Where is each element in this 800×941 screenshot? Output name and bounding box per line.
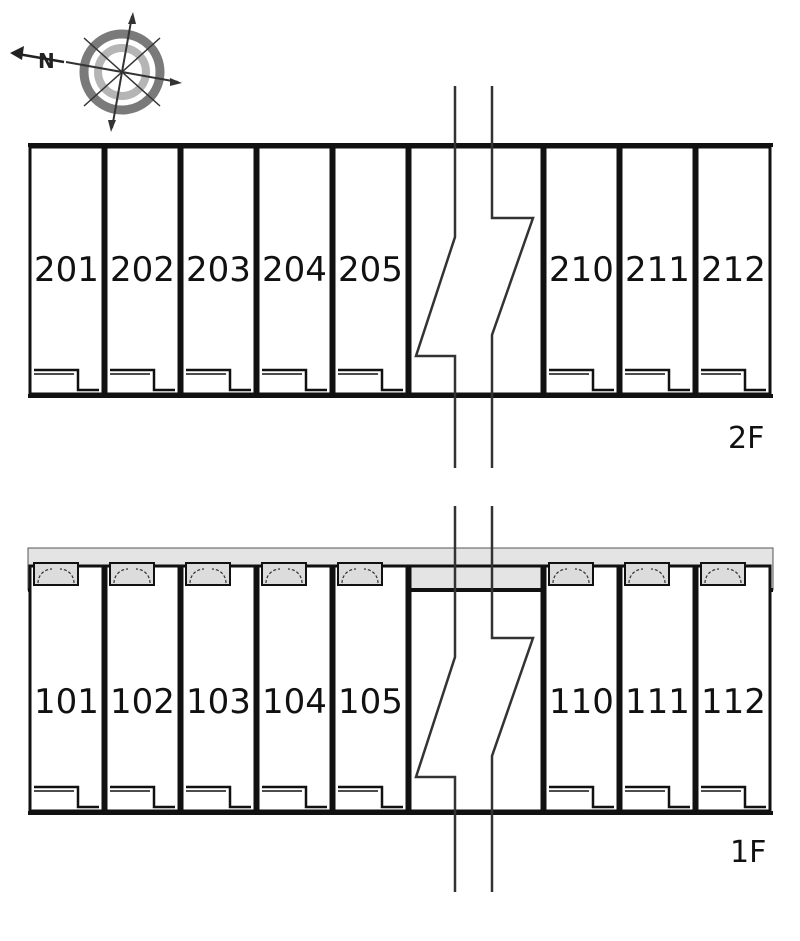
unit-210: 210 <box>543 143 620 396</box>
north-letter: N <box>38 49 55 73</box>
unit-label: 204 <box>262 250 327 290</box>
unit-211: 211 <box>619 143 696 396</box>
unit-label: 211 <box>625 250 690 290</box>
unit-label: 203 <box>186 250 251 290</box>
floor-1f-units: 101 102 103 104 105 110 111 112 <box>28 562 772 813</box>
unit-202: 202 <box>104 143 181 396</box>
unit-label: 210 <box>549 250 614 290</box>
unit-label: 101 <box>34 682 99 722</box>
unit-label: 202 <box>110 250 175 290</box>
middle-section <box>408 564 544 813</box>
unit-212: 212 <box>695 143 772 396</box>
unit-label: 201 <box>34 250 99 290</box>
unit-111: 111 <box>619 562 696 813</box>
unit-label: 205 <box>338 250 403 290</box>
break-line-2f <box>414 86 535 468</box>
unit-105: 105 <box>332 562 409 813</box>
unit-label: 112 <box>701 682 766 722</box>
middle-section <box>408 145 544 396</box>
unit-205: 205 <box>332 143 409 396</box>
unit-103: 103 <box>180 562 257 813</box>
floor-2f-plan: 201 202 203 204 205 210 211 212 2F <box>28 143 773 456</box>
unit-label: 111 <box>625 682 690 722</box>
unit-201: 201 <box>28 143 105 396</box>
unit-104: 104 <box>256 562 333 813</box>
floor-1f-plan: 101 102 103 104 105 110 111 112 1F <box>27 547 774 870</box>
unit-label: 212 <box>701 250 766 290</box>
unit-112: 112 <box>695 562 772 813</box>
unit-110: 110 <box>543 562 620 813</box>
unit-label: 104 <box>262 682 327 722</box>
unit-label: 102 <box>110 682 175 722</box>
compass-rose-icon: N <box>10 12 182 132</box>
break-line-1f <box>414 506 535 892</box>
floor-label-1f: 1F <box>730 835 766 870</box>
floor-2f-units: 201 202 203 204 205 210 211 212 <box>28 143 772 396</box>
unit-101: 101 <box>28 562 105 813</box>
unit-label: 105 <box>338 682 403 722</box>
floor-label-2f: 2F <box>728 421 764 456</box>
unit-204: 204 <box>256 143 333 396</box>
unit-label: 110 <box>549 682 614 722</box>
unit-203: 203 <box>180 143 257 396</box>
unit-102: 102 <box>104 562 181 813</box>
unit-label: 103 <box>186 682 251 722</box>
